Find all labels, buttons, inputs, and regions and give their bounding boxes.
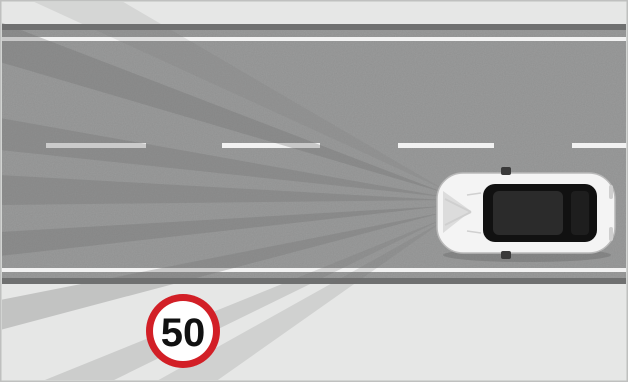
speed-limit-value: 50	[161, 311, 206, 355]
speed-limit-sign-icon: 50	[146, 294, 220, 368]
car-icon	[437, 167, 615, 262]
center-dash	[398, 143, 494, 148]
center-dash	[572, 143, 628, 148]
edge-line-top	[2, 37, 626, 41]
